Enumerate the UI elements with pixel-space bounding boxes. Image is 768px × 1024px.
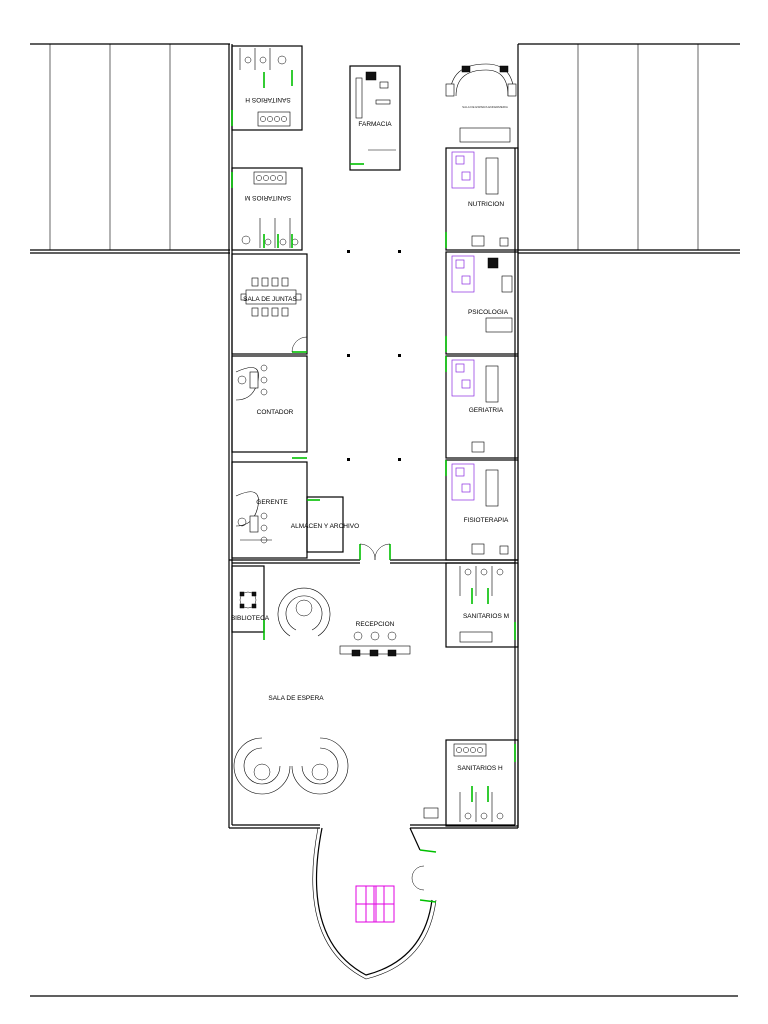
room-contador: CONTADOR bbox=[231, 355, 308, 459]
room-sanitarios-h-top: SANITARIOS H bbox=[231, 45, 303, 131]
waiting-sofa-right bbox=[291, 737, 349, 795]
label-sanitarios-h-bottom: SANITARIOS H bbox=[457, 765, 503, 772]
label-farmacia: FARMACIA bbox=[358, 121, 392, 128]
room-sanitarios-m-bottom: SANITARIOS M bbox=[445, 562, 519, 648]
label-sanitarios-h-top: SANITARIOS H bbox=[245, 96, 291, 103]
building-outline bbox=[228, 44, 519, 829]
label-psicologia: PSICOLOGIA bbox=[468, 309, 509, 316]
room-sanitarios-h-bottom: SANITARIOS H bbox=[423, 739, 519, 827]
room-almacen-archivo: ALMACEN Y ARCHIVO bbox=[291, 496, 359, 553]
label-biblioteca: BIBLIOTECA bbox=[231, 615, 270, 622]
room-biblioteca: BIBLIOTECA bbox=[231, 565, 270, 640]
right-adjacent-building bbox=[518, 43, 740, 254]
label-sala-espera-enfermeria: SALA DE ESPERA ENFERMERIA bbox=[462, 105, 508, 109]
left-adjacent-building bbox=[30, 43, 230, 254]
room-sanitarios-m-top: SANITARIOS M bbox=[231, 167, 303, 251]
room-farmacia: FARMACIA bbox=[349, 65, 401, 171]
room-sala-de-juntas: SALA DE JUNTAS bbox=[231, 253, 308, 355]
entrance-vestibule bbox=[312, 827, 437, 980]
label-recepcion: RECEPCION bbox=[356, 621, 395, 628]
label-nutricion: NUTRICION bbox=[468, 201, 504, 208]
room-sala-espera-enfermeria: SALA DE ESPERA ENFERMERIA bbox=[445, 63, 517, 143]
waiting-sofa-top bbox=[277, 587, 331, 637]
waiting-sofa-left bbox=[233, 737, 291, 795]
label-contador: CONTADOR bbox=[257, 409, 294, 416]
room-nutricion: NUTRICION bbox=[445, 147, 519, 251]
label-sala-de-espera: SALA DE ESPERA bbox=[268, 695, 324, 702]
room-fisioterapia: FISIOTERAPIA bbox=[445, 459, 519, 561]
corridor-columns bbox=[347, 250, 401, 461]
label-gerente: GERENTE bbox=[256, 499, 288, 506]
corridor-double-door bbox=[359, 543, 391, 561]
label-sala-de-juntas: SALA DE JUNTAS bbox=[243, 296, 297, 303]
label-fisioterapia: FISIOTERAPIA bbox=[464, 517, 509, 524]
room-geriatria: GERIATRIA bbox=[445, 355, 519, 459]
label-geriatria: GERIATRIA bbox=[469, 407, 504, 414]
label-sanitarios-m-top: SANITARIOS M bbox=[245, 194, 291, 201]
label-almacen: ALMACEN Y ARCHIVO bbox=[291, 523, 359, 530]
reception-desk: RECEPCION bbox=[339, 621, 411, 657]
room-psicologia: PSICOLOGIA bbox=[445, 251, 519, 355]
room-gerente: GERENTE bbox=[231, 461, 308, 559]
label-sanitarios-m-bottom: SANITARIOS M bbox=[463, 613, 509, 620]
